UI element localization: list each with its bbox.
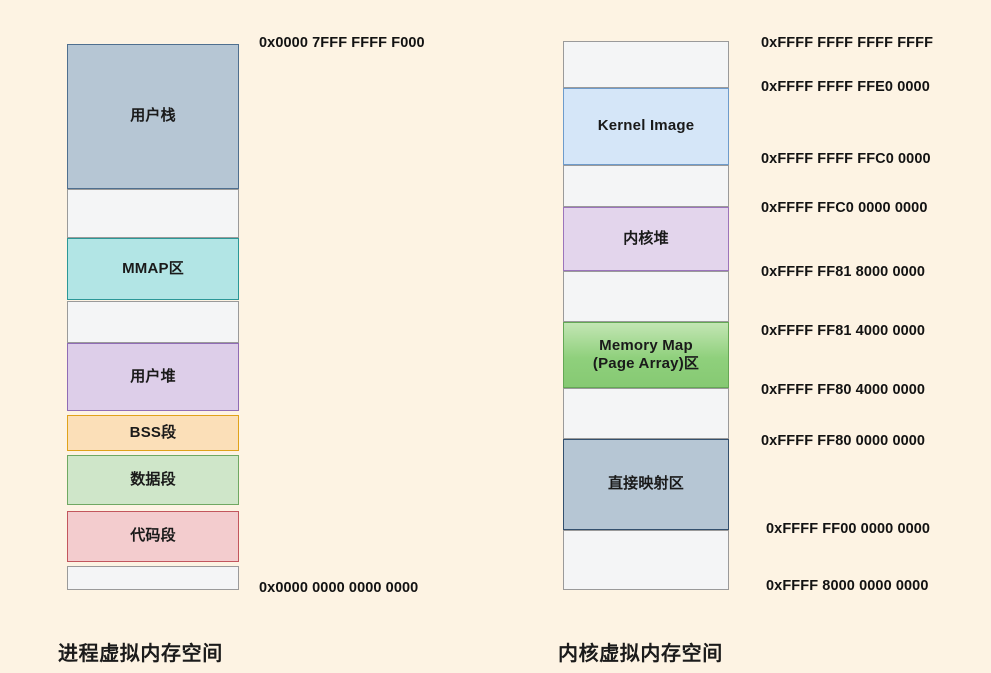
segment-label: BSS段 xyxy=(129,423,177,441)
kernel-address-3: 0xFFFF FFC0 0000 0000 xyxy=(761,200,928,216)
kernel-segment-gap-1 xyxy=(563,165,729,207)
segment-label: 内核堆 xyxy=(623,229,669,247)
kernel-segment-gap-3 xyxy=(563,388,729,439)
segment-label: 数据段 xyxy=(130,470,176,488)
kernel-address-6: 0xFFFF FF80 4000 0000 xyxy=(761,382,926,398)
kernel-address-0: 0xFFFF FFFF FFFF FFFF xyxy=(761,35,934,51)
kernel-address-2: 0xFFFF FFFF FFC0 0000 xyxy=(761,151,931,167)
segment-gap-3 xyxy=(67,566,239,590)
kernel-segment-gap-top xyxy=(563,41,729,88)
segment-data: 数据段 xyxy=(67,455,239,505)
segment-mmap: MMAP区 xyxy=(67,238,239,300)
segment-text-code: 代码段 xyxy=(67,511,239,562)
segment-label: 用户堆 xyxy=(130,367,176,385)
kernel-segment-kernel-image: Kernel Image xyxy=(563,88,729,165)
segment-bss: BSS段 xyxy=(67,415,239,451)
kernel-segment-direct-mapping: 直接映射区 xyxy=(563,439,729,530)
segment-gap-1 xyxy=(67,189,239,238)
segment-label: 直接映射区 xyxy=(607,475,684,493)
segment-gap-2 xyxy=(67,301,239,343)
process-bottom-address: 0x0000 0000 0000 0000 xyxy=(259,580,419,596)
segment-user-stack: 用户栈 xyxy=(67,44,239,189)
kernel-address-1: 0xFFFF FFFF FFE0 0000 xyxy=(761,79,930,95)
kernel-address-7: 0xFFFF FF80 0000 0000 xyxy=(761,433,926,449)
process-top-address: 0x0000 7FFF FFFF F000 xyxy=(259,35,425,51)
kernel-segment-kernel-heap: 内核堆 xyxy=(563,207,729,271)
segment-label: 代码段 xyxy=(130,527,176,545)
segment-label: MMAP区 xyxy=(122,259,184,277)
kernel-caption: 内核虚拟内存空间 xyxy=(558,643,723,665)
segment-label: Memory Map (Page Array)区 xyxy=(592,336,700,372)
process-memory-column: 用户栈 MMAP区 用户堆 BSS段 数据段 代码段 xyxy=(67,41,239,590)
kernel-address-4: 0xFFFF FF81 8000 0000 xyxy=(761,264,926,280)
process-caption: 进程虚拟内存空间 xyxy=(58,643,223,665)
kernel-segment-gap-bottom xyxy=(563,530,729,590)
segment-user-heap: 用户堆 xyxy=(67,343,239,411)
segment-label: Kernel Image xyxy=(597,117,695,135)
kernel-address-9: 0xFFFF 8000 0000 0000 xyxy=(766,578,929,594)
kernel-segment-memory-map: Memory Map (Page Array)区 xyxy=(563,322,729,388)
kernel-address-5: 0xFFFF FF81 4000 0000 xyxy=(761,323,926,339)
kernel-memory-column: Kernel Image 内核堆 Memory Map (Page Array)… xyxy=(563,41,729,590)
kernel-segment-gap-2 xyxy=(563,271,729,322)
kernel-address-8: 0xFFFF FF00 0000 0000 xyxy=(766,521,931,537)
segment-label: 用户栈 xyxy=(130,107,176,125)
